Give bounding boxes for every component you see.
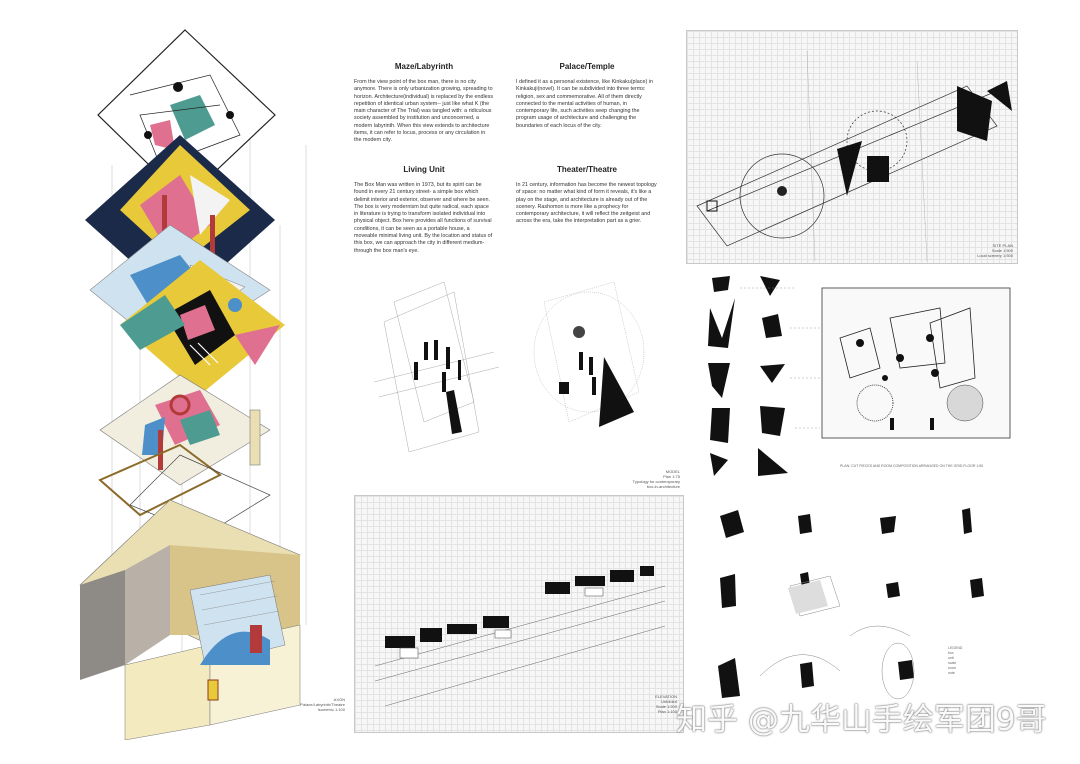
model-caption: MODEL Plan 1:75 Typology for contemporar… <box>632 469 680 489</box>
essay-title-palace: Palace/Temple <box>559 62 615 71</box>
site-caption: SITE PLAN Scale 1:500 Local scenery 1:50… <box>977 243 1013 258</box>
site-plan-drawing <box>696 50 1012 262</box>
essay-body-living-unit: The Box Man was written in 1973, but its… <box>354 182 493 254</box>
unit-studies: LEGEND box unit scale room note <box>700 496 1020 706</box>
essay-body-palace: I defined it as a personal existence, li… <box>516 79 653 129</box>
pieces-drawing <box>708 276 1011 476</box>
essay-body-maze: From the view point of the box man, ther… <box>354 79 494 144</box>
legend-note: LEGEND box unit scale room note <box>948 646 963 675</box>
elevation-board: ELEVATION Unfolded Scale 1:200 Plan 1:10… <box>354 495 684 733</box>
essay-body-theatre: In 21 century, information has become th… <box>516 182 657 225</box>
layer-living-unit <box>99 374 271 486</box>
elevation-drawing <box>374 566 666 707</box>
axonometric-drawing <box>79 29 307 741</box>
plan-note: PLAN: CUT PIECES AND ROOM COMPOSITION AR… <box>840 464 984 468</box>
site-plan-board: SITE PLAN Scale 1:500 Local scenery 1:50… <box>686 30 1018 264</box>
units-drawing <box>718 508 984 700</box>
layer-base-building <box>79 499 301 741</box>
model-sketch <box>373 281 645 453</box>
elevation-caption: ELEVATION Unfolded Scale 1:200 Plan 1:10… <box>655 694 677 714</box>
exploded-axonometric: AXON Palace/Labyrinth/Theatre Isometric … <box>70 25 350 741</box>
essay-title-maze: Maze/Labyrinth <box>394 62 454 71</box>
layer-theatre <box>120 260 285 395</box>
essay-title-theatre: Theater/Theatre <box>556 165 618 174</box>
layer-maze <box>97 29 276 201</box>
plan-pieces: PLAN: CUT PIECES AND ROOM COMPOSITION AR… <box>700 268 1020 488</box>
watermark-text: 知乎 @九华山手绘军团9哥 <box>676 702 1047 738</box>
essay-title-living-unit: Living Unit <box>403 165 445 174</box>
axon-caption: AXON Palace/Labyrinth/Theatre Isometric … <box>300 697 345 712</box>
model-drawings: MODEL Plan 1:75 Typology for contemporar… <box>354 262 684 490</box>
